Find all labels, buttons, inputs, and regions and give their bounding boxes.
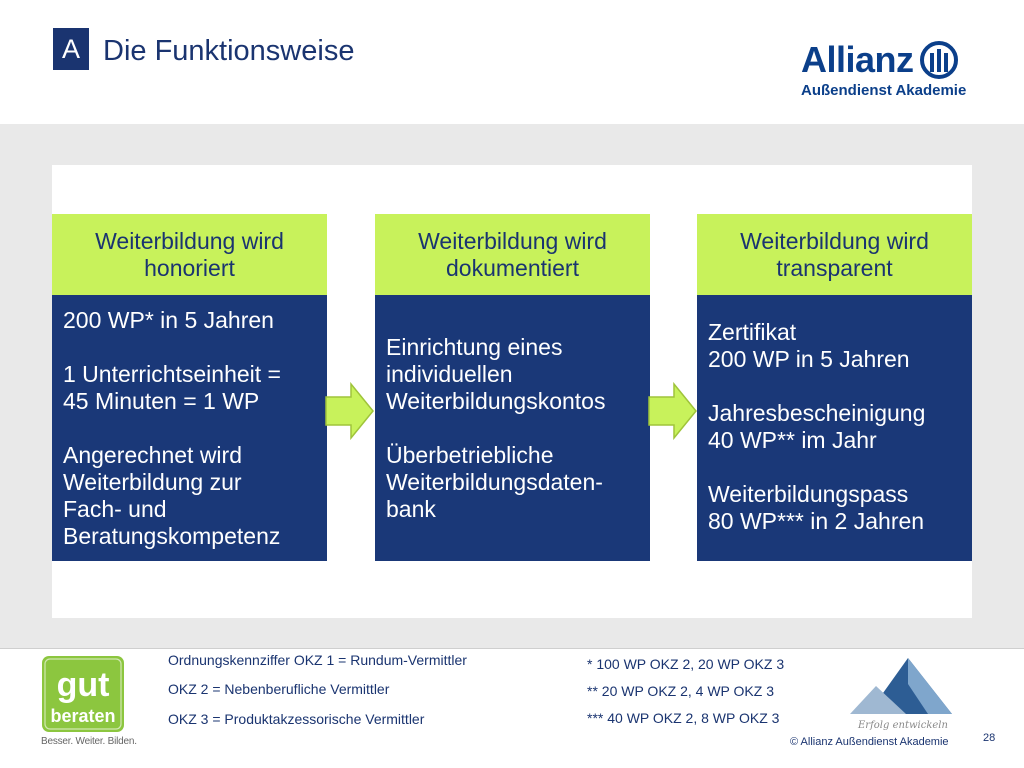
okz-note: OKZ 3 = Produktakzessorische Vermittler — [168, 711, 425, 727]
wp-footnote: * 100 WP OKZ 2, 20 WP OKZ 3 — [587, 656, 785, 672]
okz-note: Ordnungskennziffer OKZ 1 = Rundum-Vermit… — [168, 652, 467, 668]
column-heading-dokumentiert: Weiterbildung wird dokumentiert — [375, 214, 650, 295]
heading-line: dokumentiert — [446, 254, 579, 281]
body-line: Weiterbildungsdaten- — [386, 469, 603, 495]
page-title: Die Funktionsweise — [103, 35, 355, 67]
heading-line: transparent — [776, 254, 893, 281]
body-line: Angerechnet wird — [63, 442, 242, 468]
pyramid-slogan: Erfolg entwickeln — [858, 720, 948, 731]
footer-divider — [0, 648, 1024, 649]
body-line — [708, 373, 972, 400]
body-line: 45 Minuten = 1 WP — [63, 388, 260, 414]
gut-beraten-logo: gut beraten — [42, 656, 124, 732]
heading-line: Weiterbildung wird — [95, 227, 284, 254]
heading-line: Weiterbildung wird — [418, 227, 607, 254]
column-body-dokumentiert: Einrichtung eines individuellen Weiterbi… — [375, 295, 650, 561]
body-line: 200 WP* in 5 Jahren — [63, 307, 274, 333]
body-line: 1 Unterrichtseinheit = — [63, 361, 281, 387]
body-line: Weiterbildungskontos — [386, 388, 606, 414]
body-line: 200 WP in 5 Jahren — [708, 346, 910, 372]
body-line: Fach- und — [63, 496, 167, 522]
arrow-right-icon — [325, 382, 374, 440]
gut-logo-word: gut — [57, 666, 110, 704]
allianz-logo-word: Allianz — [801, 39, 914, 80]
allianz-logo-subtitle: Außendienst Akademie — [801, 82, 967, 99]
allianz-logo: Allianz Außendienst Akademie — [797, 36, 967, 102]
heading-line: honoriert — [144, 254, 235, 281]
wp-footnote: *** 40 WP OKZ 2, 8 WP OKZ 3 — [587, 710, 780, 726]
body-line — [63, 415, 327, 442]
gut-logo-word2: beraten — [50, 706, 115, 726]
okz-note: OKZ 2 = Nebenberufliche Vermittler — [168, 681, 390, 697]
heading-line: Weiterbildung wird — [740, 227, 929, 254]
body-line: Einrichtung eines — [386, 334, 563, 360]
body-line — [708, 454, 972, 481]
page-number: 28 — [983, 732, 996, 744]
body-line: Jahresbescheinigung — [708, 400, 926, 426]
body-line: Beratungskompetenz — [63, 523, 281, 549]
body-line: individuellen — [386, 361, 513, 387]
column-body-honoriert: 200 WP* in 5 Jahren 1 Unterrichtseinheit… — [52, 295, 327, 561]
body-line: Weiterbildungspass — [708, 481, 909, 507]
gut-logo-tagline: Besser. Weiter. Bilden. — [41, 736, 137, 747]
arrow-right-icon — [648, 382, 697, 440]
copyright-notice: © Allianz Außendienst Akademie — [790, 736, 949, 748]
body-line — [63, 334, 327, 361]
body-line — [386, 415, 650, 442]
akademie-pyramid-logo — [850, 658, 952, 714]
body-line: 40 WP** im Jahr — [708, 427, 877, 453]
column-heading-honoriert: Weiterbildung wird honoriert — [52, 214, 327, 295]
column-heading-transparent: Weiterbildung wird transparent — [697, 214, 972, 295]
body-line: Überbetriebliche — [386, 442, 554, 468]
allianz-eagle-icon — [920, 41, 958, 79]
column-body-transparent: Zertifikat 200 WP in 5 Jahren Jahresbesc… — [697, 295, 972, 561]
body-line: 80 WP*** in 2 Jahren — [708, 508, 925, 534]
body-line: Zertifikat — [708, 319, 797, 345]
body-line: bank — [386, 496, 436, 522]
wp-footnote: ** 20 WP OKZ 2, 4 WP OKZ 3 — [587, 683, 774, 699]
body-line: Weiterbildung zur — [63, 469, 242, 495]
section-badge: A — [53, 28, 89, 70]
